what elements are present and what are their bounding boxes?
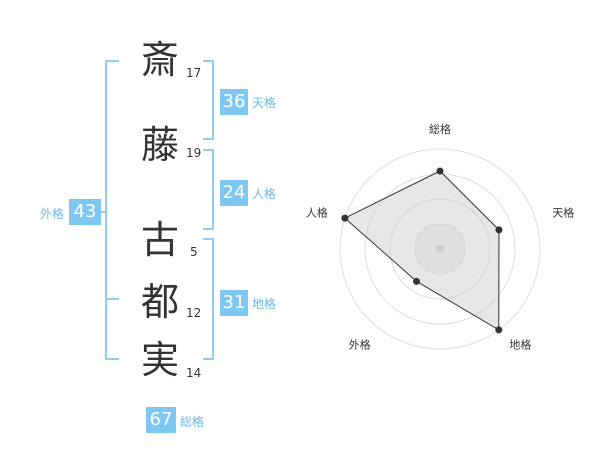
radar-center: [436, 245, 444, 253]
chikaku-label: 地格: [252, 297, 277, 311]
stroke-count-2: 19: [186, 146, 202, 160]
stroke-count-4: 12: [186, 306, 202, 320]
radar-area: [344, 170, 500, 331]
gaikaku-label: 外格: [40, 207, 65, 221]
gaikaku-bracket: [105, 60, 119, 360]
jinkaku-value: 24: [220, 180, 248, 206]
soukaku-label: 総格: [180, 415, 205, 429]
name-char-3: 古: [140, 218, 179, 262]
radar-ring: [339, 148, 541, 350]
tenkaku-bracket: [203, 60, 214, 140]
radar-point-5: [341, 214, 349, 222]
gaikaku-value: 43: [69, 199, 101, 225]
radar-axis-label: 地格: [509, 337, 531, 351]
radar-axis-label: 天格: [552, 206, 574, 220]
radar-axis-label: 外格: [349, 337, 371, 351]
chikaku-value: 31: [220, 290, 248, 316]
radar-ring: [389, 198, 491, 300]
chikaku-bracket: [203, 238, 214, 360]
name-char-4: 都: [140, 280, 179, 324]
stroke-count-3: 5: [190, 245, 198, 259]
radar-point-1: [436, 167, 444, 175]
jinkaku-bracket: [203, 149, 214, 230]
tenkaku-value: 36: [220, 89, 248, 115]
stroke-count-5: 14: [186, 366, 202, 380]
name-char-2: 藤: [140, 123, 179, 167]
name-char-1: 斎: [140, 38, 179, 82]
radar-axis-label: 総格: [429, 122, 451, 136]
stroke-count-1: 17: [186, 66, 202, 80]
radar-point-3: [495, 326, 503, 334]
radar-point-4: [412, 277, 420, 285]
soukaku-value: 67: [146, 407, 176, 433]
tenkaku-label: 天格: [252, 96, 277, 110]
radar-point-2: [495, 226, 503, 234]
jinkaku-label: 人格: [252, 187, 277, 201]
radar-axis-label: 人格: [306, 206, 328, 220]
name-char-5: 実: [140, 338, 179, 382]
